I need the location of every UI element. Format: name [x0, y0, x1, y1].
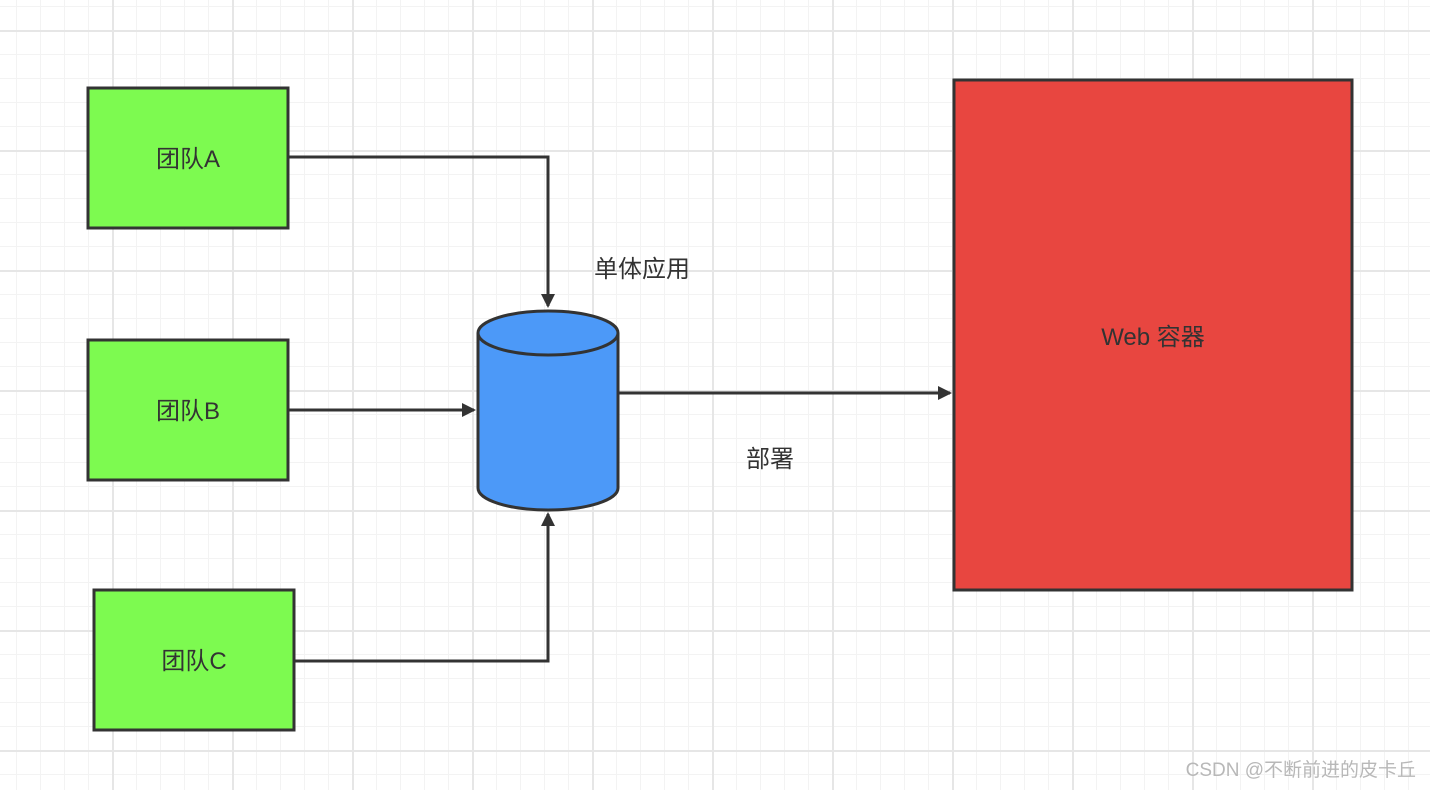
monolith-database-node[interactable] [476, 309, 620, 512]
database-top [476, 309, 620, 357]
team-b-box [86, 338, 290, 482]
edge-team-c-to-monolith[interactable] [294, 512, 555, 663]
team-c-node[interactable]: 团队C [92, 588, 296, 732]
web-container-label: Web 容器 [1101, 324, 1205, 351]
monolith-label: 单体应用 [594, 256, 690, 283]
team-c-box [92, 588, 296, 732]
team-a-label: 团队A [156, 146, 220, 173]
watermark: CSDN @不断前进的皮卡丘 [1185, 760, 1416, 781]
edge-team-a-to-monolith[interactable] [288, 155, 555, 308]
team-b-node[interactable]: 团队B [86, 338, 290, 482]
team-b-label: 团队B [156, 398, 220, 425]
team-a-node[interactable]: 团队A [86, 86, 290, 230]
web-container-box [952, 78, 1354, 592]
deploy-label: 部署 [746, 446, 794, 473]
team-a-box [86, 86, 290, 230]
team-c-label: 团队C [161, 648, 226, 675]
web-container-node[interactable]: Web 容器 [952, 78, 1354, 592]
database-body [476, 333, 620, 512]
